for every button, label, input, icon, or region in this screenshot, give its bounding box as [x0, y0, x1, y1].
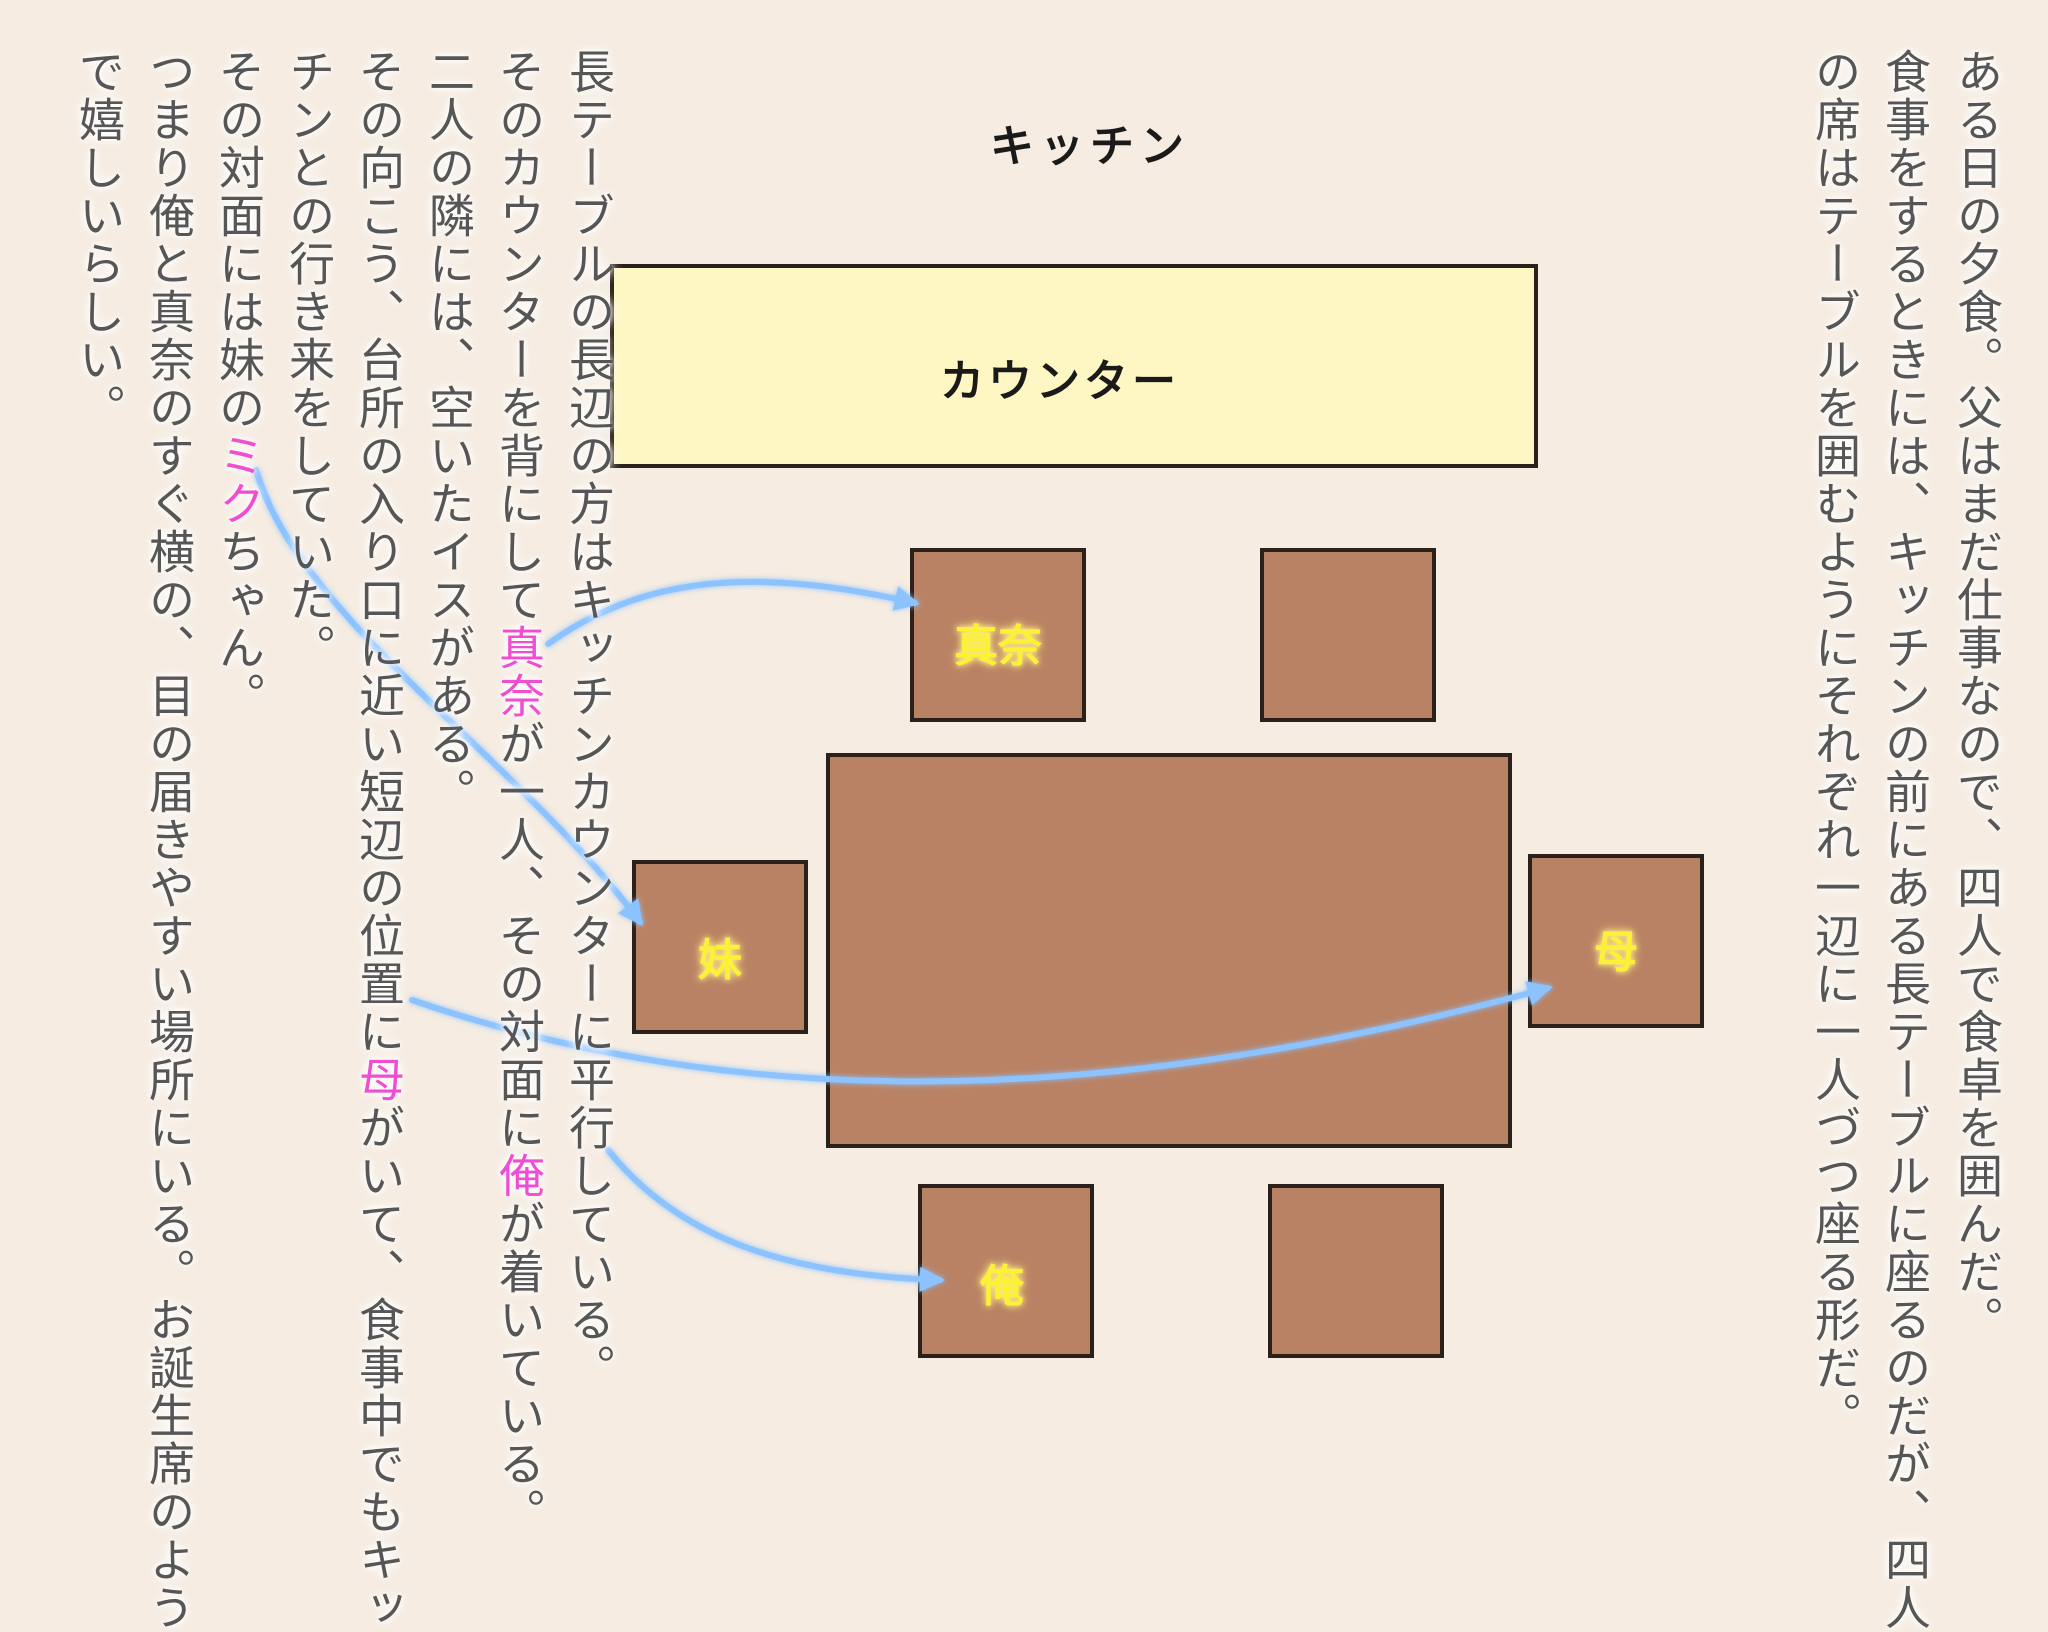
- text-segment: その対面には妹の: [212, 48, 266, 432]
- highlight-name: 母: [352, 1056, 406, 1104]
- arrow-imouto: [253, 467, 644, 927]
- text-segment: 長テーブルの長辺の方はキッチンカウンターに平行している。: [562, 48, 616, 1392]
- text-segment: で嬉しいらしい。: [72, 48, 126, 432]
- arrow-haha: [409, 981, 1553, 1085]
- counter-label: カウンター: [940, 356, 1180, 407]
- text-segment: が着いている。: [492, 1200, 546, 1536]
- diagram-canvas: [253, 264, 1704, 1358]
- dining-table: [826, 753, 1512, 1148]
- chair-mana: [910, 548, 1086, 722]
- highlight-name: 真奈: [492, 624, 546, 720]
- text-column-2: 食事をするときには、キッチンの前にある長テーブルに座るのだが、四人: [1876, 48, 1934, 1632]
- chair-empty-top: [1260, 548, 1436, 722]
- text-column-10: つまり俺と真奈のすぐ横の、目の届きやすい場所にいる。お誕生席のよう: [140, 48, 198, 1632]
- seating-diagram: キッチン カウンター 真奈 妹 母 俺 ある日の夕食。父はまだ仕事なので、四人で…: [70, 48, 2006, 1632]
- text-column-8: チンとの行き来をしていた。: [280, 48, 338, 672]
- text-column-1: ある日の夕食。父はまだ仕事なので、四人で食卓を囲んだ。: [1948, 48, 2006, 1344]
- text-segment: が一人、その対面に: [492, 720, 546, 1152]
- text-segment: の席はテーブルを囲むようにそれぞれ一辺に一人づつ座る形だ。: [1808, 48, 1862, 1440]
- text-segment: そのカウンターを背にして: [492, 48, 546, 624]
- text-column-7: その向こう、台所の入り口に近い短辺の位置に母がいて、食事中でもキッ: [350, 48, 408, 1632]
- text-segment: がいて、食事中でもキッ: [352, 1104, 406, 1632]
- seat-label-imouto: 妹: [698, 935, 742, 986]
- text-column-5: そのカウンターを背にして真奈が一人、その対面に俺が着いている。: [490, 48, 548, 1536]
- seat-label-haha: 母: [1594, 927, 1638, 978]
- text-column-9: その対面には妹のミクちゃん。: [210, 48, 268, 720]
- text-segment: その向こう、台所の入り口に近い短辺の位置に: [352, 48, 406, 1056]
- text-column-3: の席はテーブルを囲むようにそれぞれ一辺に一人づつ座る形だ。: [1806, 48, 1864, 1440]
- text-column-4: 長テーブルの長辺の方はキッチンカウンターに平行している。: [560, 48, 618, 1392]
- text-segment: ある日の夕食。父はまだ仕事なので、四人で食卓を囲んだ。: [1950, 48, 2004, 1344]
- chair-imouto: [632, 860, 808, 1034]
- text-segment: 食事をするときには、キッチンの前にある長テーブルに座るのだが、四人: [1878, 48, 1932, 1632]
- text-column-6: 二人の隣には、空いたイスがある。: [420, 48, 478, 816]
- arrows: [253, 467, 1553, 1292]
- chair-haha: [1528, 854, 1704, 1028]
- counter: [610, 264, 1538, 468]
- text-segment: つまり俺と真奈のすぐ横の、目の届きやすい場所にいる。お誕生席のよう: [142, 48, 196, 1632]
- text-segment: ちゃん。: [212, 528, 266, 720]
- highlight-name: 俺: [492, 1152, 546, 1200]
- seat-label-mana: 真奈: [954, 621, 1042, 672]
- seat-label-ore: 俺: [980, 1261, 1024, 1312]
- arrow-mana: [545, 578, 920, 647]
- highlight-name: ミク: [212, 432, 266, 528]
- text-segment: チンとの行き来をしていた。: [282, 48, 336, 672]
- kitchen-label: キッチン: [990, 121, 1190, 172]
- arrow-ore: [605, 1147, 946, 1292]
- text-segment: 二人の隣には、空いたイスがある。: [422, 48, 476, 816]
- text-column-11: で嬉しいらしい。: [70, 48, 128, 432]
- chair-ore: [918, 1184, 1094, 1358]
- chair-empty-bottom: [1268, 1184, 1444, 1358]
